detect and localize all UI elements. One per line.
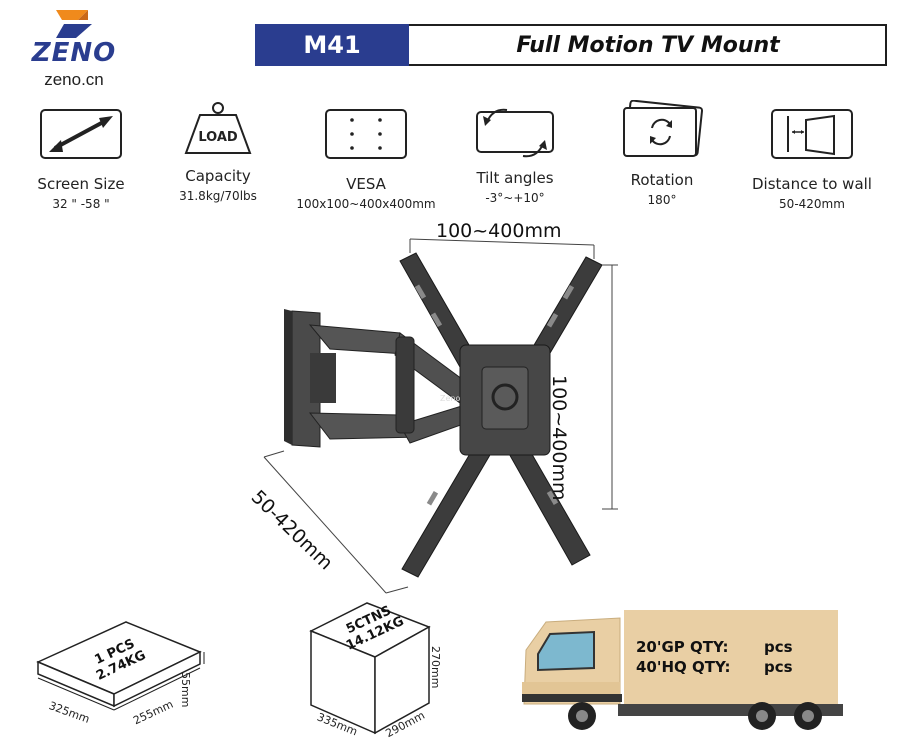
tilt-icon [476,108,554,158]
spec-label: Screen Size [37,175,125,193]
spec-distance: Distance to wall 50-420mm [737,108,887,211]
brand-url: zeno.cn [44,70,104,89]
spec-label: VESA [346,175,386,193]
tv-mount-illustration: Zeno [263,238,618,594]
model-name: Full Motion TV Mount [516,32,780,58]
vesa-pattern-icon [325,109,407,159]
single-box-icon [36,621,205,711]
dimension-right-label: 100~400mm [548,375,570,501]
spec-label: Rotation [630,171,694,189]
hq-qty-label: 40'HQ QTY: [636,658,731,676]
carton-box-icon [309,602,431,735]
gp-qty-label: 20'GP QTY: [636,638,729,656]
spec-value: -3°~+10° [485,191,545,205]
spec-capacity: LOAD Capacity 31.8kg/70lbs [143,98,293,203]
truck-cargo-box [624,610,838,704]
hq-qty-unit: pcs [764,658,793,676]
weight-load-icon: LOAD [184,102,252,154]
svg-text:LOAD: LOAD [198,130,238,145]
spec-value: 50-420mm [779,197,845,211]
brand-name: ZENO [31,38,117,68]
spec-vesa: VESA 100x100~400x400mm [291,108,441,211]
spec-label: Distance to wall [752,175,872,193]
diagonal-arrow-icon [40,109,122,159]
spec-label: Capacity [185,167,251,185]
brand-logo-icon [56,10,92,38]
dimension-top-label: 100~400mm [436,220,562,242]
spec-label: Tilt angles [476,169,554,187]
wall-distance-icon [771,109,853,159]
carton-height: 270mm [429,646,442,689]
spec-tilt: Tilt angles -3°~+10° [440,104,590,205]
svg-text:Zeno: Zeno [440,394,460,403]
single-box-height: 55mm [179,672,192,708]
spec-value: 180° [647,193,677,207]
spec-value: 100x100~400x400mm [296,197,436,211]
gp-qty-unit: pcs [764,638,793,656]
spec-screen-size: Screen Size 32 " -58 " [6,108,156,211]
spec-rotation: Rotation 180° [587,99,737,207]
spec-value: 31.8kg/70lbs [179,189,257,203]
spec-value: 32 " -58 " [52,197,110,211]
rotation-icon [623,99,704,157]
model-code: M41 [255,24,409,66]
truck-icon [522,617,843,730]
